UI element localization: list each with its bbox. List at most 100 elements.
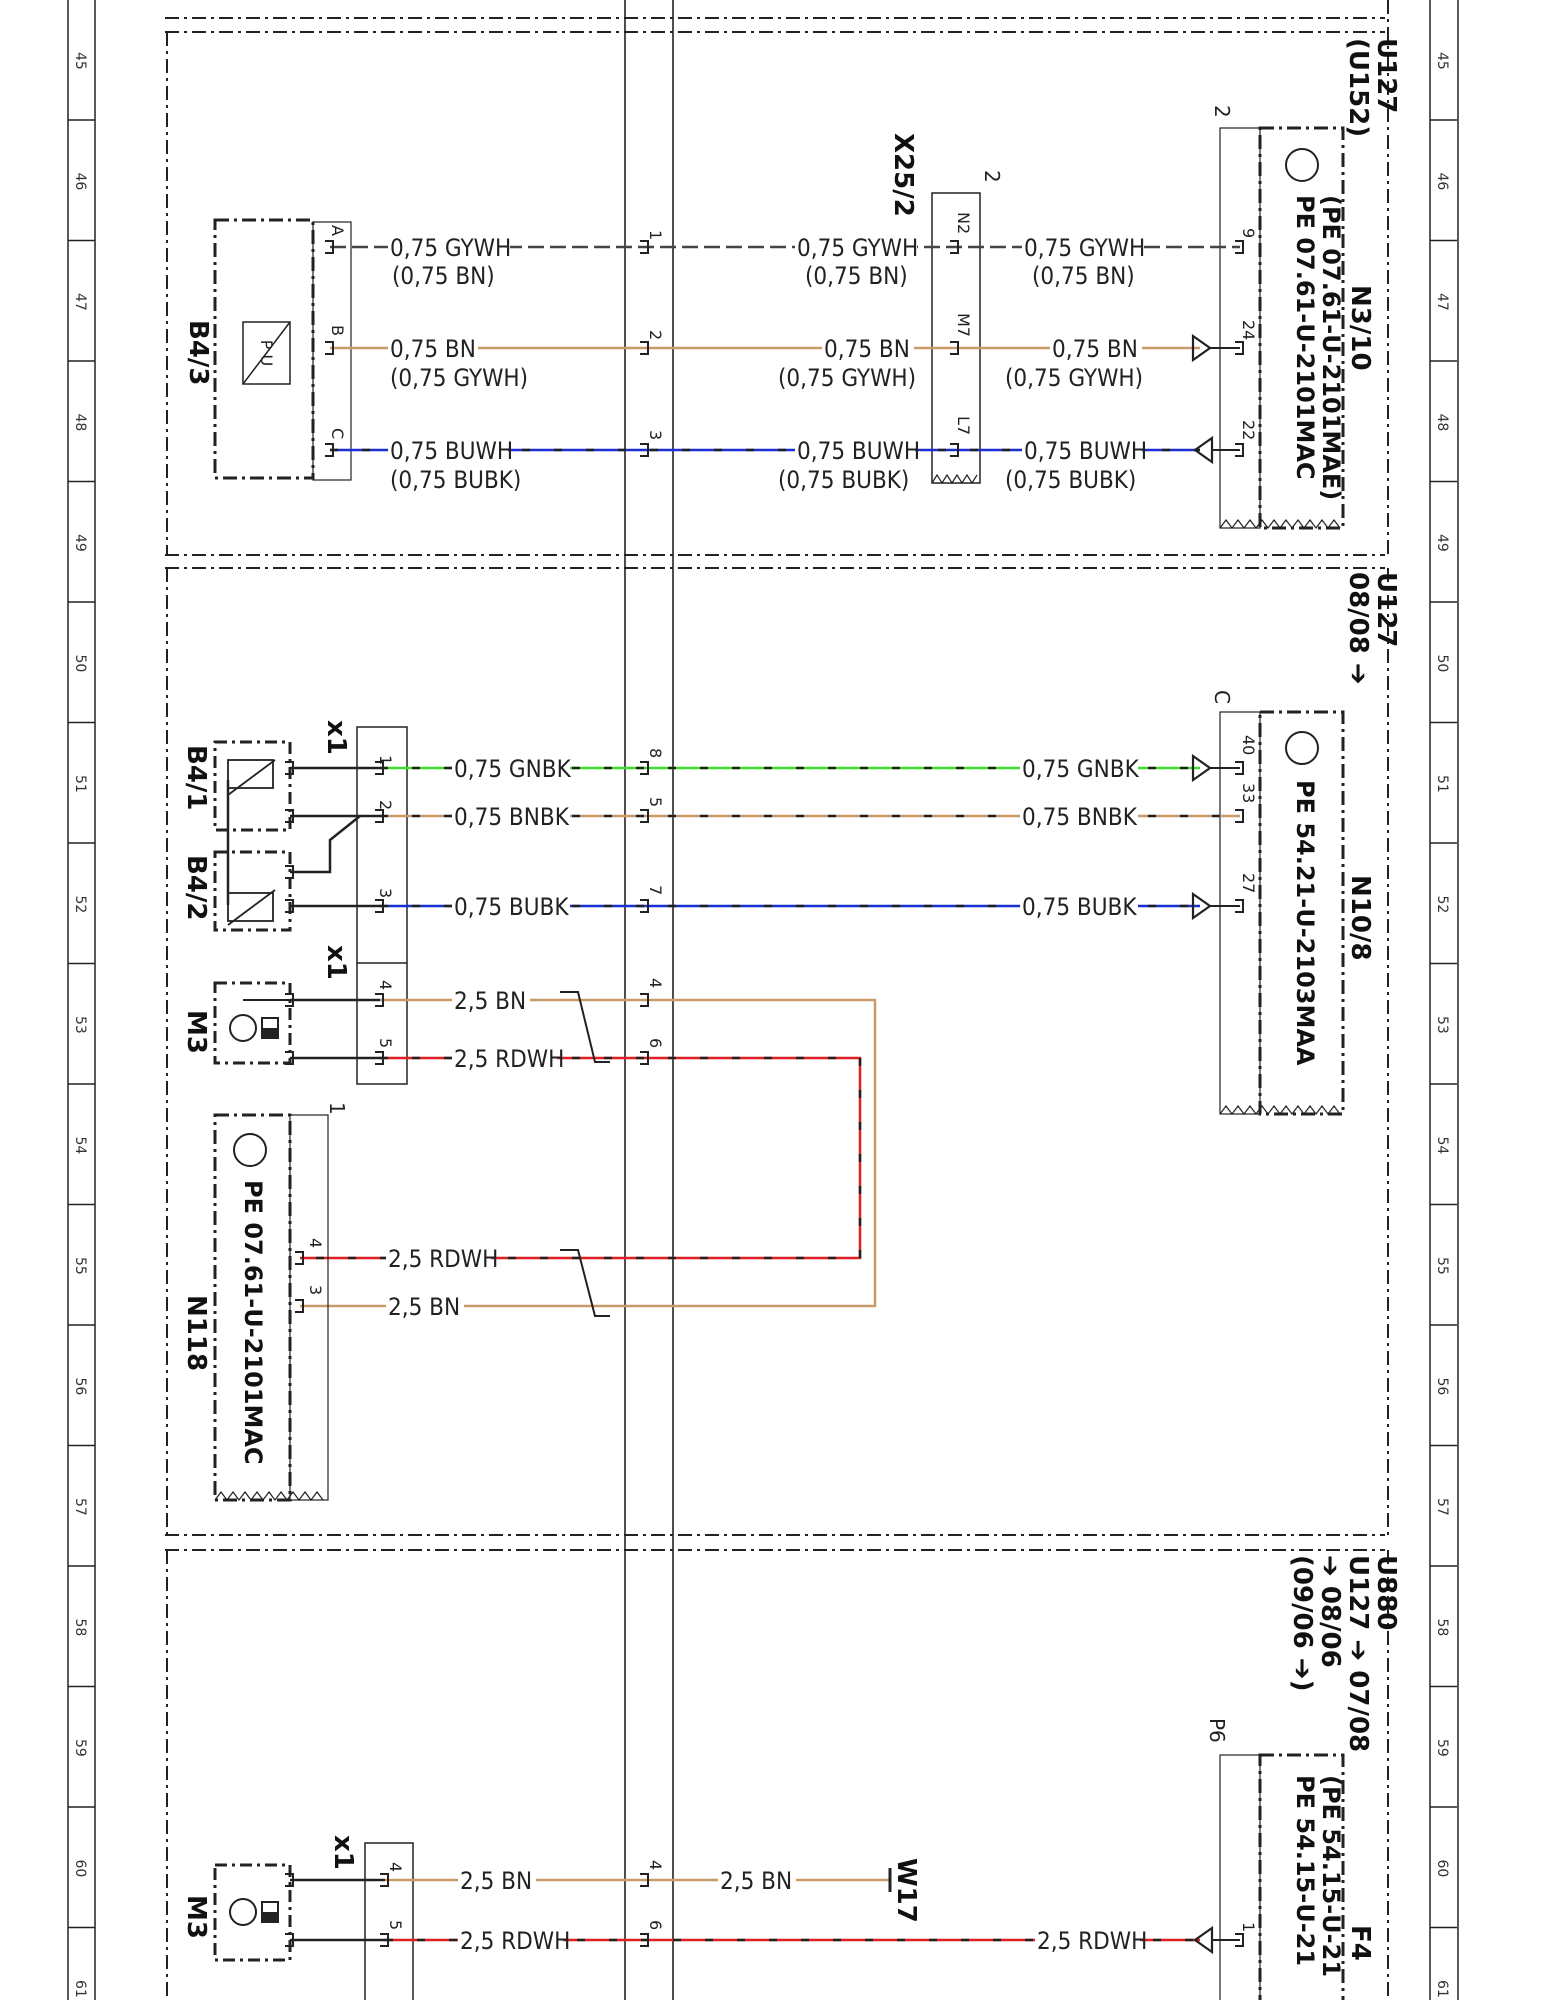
- w1-label-left-alt: (0,75 BN): [392, 262, 495, 290]
- w4-label-left: 0,75 GNBK: [454, 755, 572, 783]
- w11-label-left: 2,5 BN: [460, 1867, 532, 1895]
- ruler-number: 60: [72, 1860, 88, 1878]
- pin-terminal: [375, 1051, 384, 1065]
- w4-pin: 8: [646, 748, 665, 758]
- component-m3-b: M3: [181, 1863, 385, 1962]
- wire-w9: 2,5 RDWH: [386, 1245, 498, 1273]
- x25-2-sup: 2: [980, 170, 1004, 183]
- w8-label-left: 2,5 RDWH: [454, 1045, 564, 1073]
- pin-terminal: [375, 899, 384, 913]
- component-f4: PE 54.15-U-21 (PE 54.15-U-21 F4 P6 1: [1205, 1718, 1375, 2000]
- pin-terminal: [325, 341, 334, 355]
- w3-label-left-alt: (0,75 BUBK): [390, 466, 521, 494]
- m3-a-label: M3: [181, 1010, 211, 1054]
- ruler-number: 51: [1434, 775, 1450, 793]
- ruler-number: 47: [72, 293, 88, 311]
- w1-label-mid: 0,75 GYWH: [797, 234, 918, 262]
- pin-terminal: [640, 443, 649, 457]
- n3-10-ref-2: (PE 07.61-U-2101MAE): [1317, 195, 1345, 500]
- w1-label-right-alt: (0,75 BN): [1032, 262, 1135, 290]
- b4-3-pin-b: B: [328, 325, 347, 336]
- ruler-number: 52: [1434, 896, 1450, 914]
- x1-a-label: x1: [321, 720, 351, 755]
- pin-terminal: [1235, 761, 1244, 775]
- pin-terminal: [1235, 341, 1244, 355]
- pin-terminal: [285, 761, 294, 775]
- w1-label-mid-alt: (0,75 BN): [805, 262, 908, 290]
- ruler-number: 61: [1434, 1980, 1450, 1998]
- n3-10-ref-1: PE 07.61-U-2101MAC: [1291, 195, 1319, 480]
- ruler-number: 61: [72, 1980, 88, 1998]
- w6-label-right: 0,75 BUBK: [1022, 893, 1137, 921]
- ruler-number: 56: [1434, 1378, 1450, 1396]
- ruler-number: 52: [72, 896, 88, 914]
- w10-label-left: 2,5 BN: [388, 1293, 460, 1321]
- s3-variant-1: U880: [1371, 1555, 1401, 1630]
- b4-3-label: B4/3: [183, 320, 213, 386]
- w3-label-right-alt: (0,75 BUBK): [1005, 466, 1136, 494]
- n118-sup: 1: [325, 1102, 349, 1115]
- s1-variant-2: (U152): [1343, 38, 1373, 137]
- w8-pin: 6: [646, 1038, 665, 1048]
- pin-terminal: [285, 993, 294, 1007]
- w2-pin: 2: [646, 330, 665, 340]
- b4-3-pin-c: C: [328, 428, 347, 439]
- pin-terminals: [285, 240, 1244, 1947]
- ruler-number: 50: [1434, 655, 1450, 673]
- w1-label-left: 0,75 GYWH: [390, 234, 511, 262]
- connector-x1-a: x1 1 2 3: [321, 720, 408, 1085]
- pin-terminal: [640, 993, 649, 1007]
- ruler-number: 45: [1434, 52, 1450, 70]
- f4-ref-2: (PE 54.15-U-21: [1317, 1775, 1345, 1977]
- ruler-number: 54: [1434, 1137, 1450, 1155]
- pin-terminal: [375, 809, 384, 823]
- component-m3-a: M3: [181, 981, 380, 1065]
- ruler-number: 53: [72, 1016, 88, 1034]
- pin-terminal: [640, 1051, 649, 1065]
- pin-terminal: [285, 1933, 294, 1947]
- pin-terminal: [295, 1251, 304, 1265]
- n10-8-label: N10/8: [1345, 875, 1375, 961]
- pin-terminal: [285, 899, 294, 913]
- pin-terminal: [325, 240, 334, 254]
- ruler-number: 46: [1434, 173, 1450, 191]
- ruler-number: 47: [1434, 293, 1450, 311]
- ruler-number: 55: [72, 1257, 88, 1275]
- ruler-number: 49: [1434, 534, 1450, 552]
- w3-label-right: 0,75 BUWH: [1024, 437, 1147, 465]
- n118-label: N118: [181, 1295, 211, 1371]
- x25-2-pin-l7: L7: [954, 416, 973, 435]
- wire-w4: 0,75 GNBK 0,75 GNBK 8: [380, 748, 1240, 783]
- wire-w1: 0,75 GYWH (0,75 BN) 0,75 GYWH (0,75 BN) …: [330, 230, 1240, 290]
- pin-terminal: [375, 761, 384, 775]
- w2-label-left-alt: (0,75 GYWH): [390, 364, 528, 392]
- s3-variant-4: (09/06 ➔): [1287, 1555, 1317, 1691]
- w1-pin: 1: [646, 230, 665, 240]
- wire-w11: 2,5 BN 2,5 BN 4 W17: [385, 1858, 921, 1923]
- ruler-number: 53: [1434, 1016, 1450, 1034]
- pin-terminal: [640, 240, 649, 254]
- ruler-number: 57: [1434, 1498, 1450, 1516]
- pin-terminal: [640, 899, 649, 913]
- s2-variant-1: U127: [1371, 572, 1401, 647]
- ruler-number: 48: [72, 414, 88, 432]
- ruler-number: 50: [72, 655, 88, 673]
- pin-terminal: [380, 1933, 389, 1947]
- w2-label-right-alt: (0,75 GYWH): [1005, 364, 1143, 392]
- ruler-number: 48: [1434, 414, 1450, 432]
- pin-terminal: [1235, 240, 1244, 254]
- n10-8-pin-27: 27: [1239, 873, 1258, 893]
- pin-terminal: [285, 865, 294, 879]
- x1-a-pin-2: 2: [376, 800, 395, 810]
- n3-10-pin-9: 9: [1239, 228, 1258, 238]
- pin-terminal: [285, 1873, 294, 1887]
- pin-terminal: [285, 1051, 294, 1065]
- m3-b-label: M3: [181, 1895, 211, 1939]
- connector-x1-b: x1 4 5: [321, 945, 395, 1048]
- x25-2-label: X25/2: [888, 133, 918, 217]
- pin-terminal: [380, 1873, 389, 1887]
- pin-terminal: [640, 1873, 649, 1887]
- wire-w5: 0,75 BNBK 0,75 BNBK 5: [380, 797, 1240, 831]
- wire-w10: 2,5 BN: [386, 1293, 464, 1321]
